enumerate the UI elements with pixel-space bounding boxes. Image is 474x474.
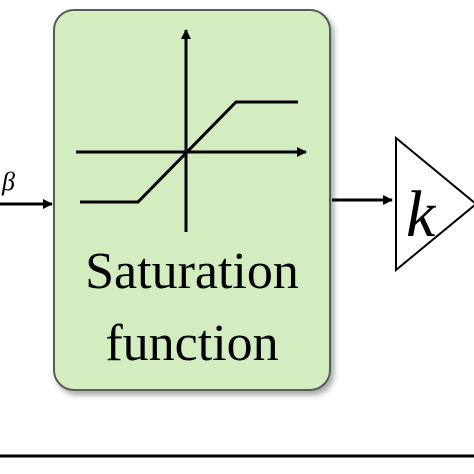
saturation-function-block bbox=[53, 9, 331, 391]
saturation-label-line1: Saturation bbox=[85, 243, 299, 300]
saturation-label-line2: function bbox=[105, 315, 278, 372]
gain-label: k bbox=[406, 178, 437, 251]
gain-block bbox=[395, 135, 474, 273]
input-signal-label: β bbox=[1, 167, 15, 196]
saturation-curve bbox=[80, 100, 298, 204]
